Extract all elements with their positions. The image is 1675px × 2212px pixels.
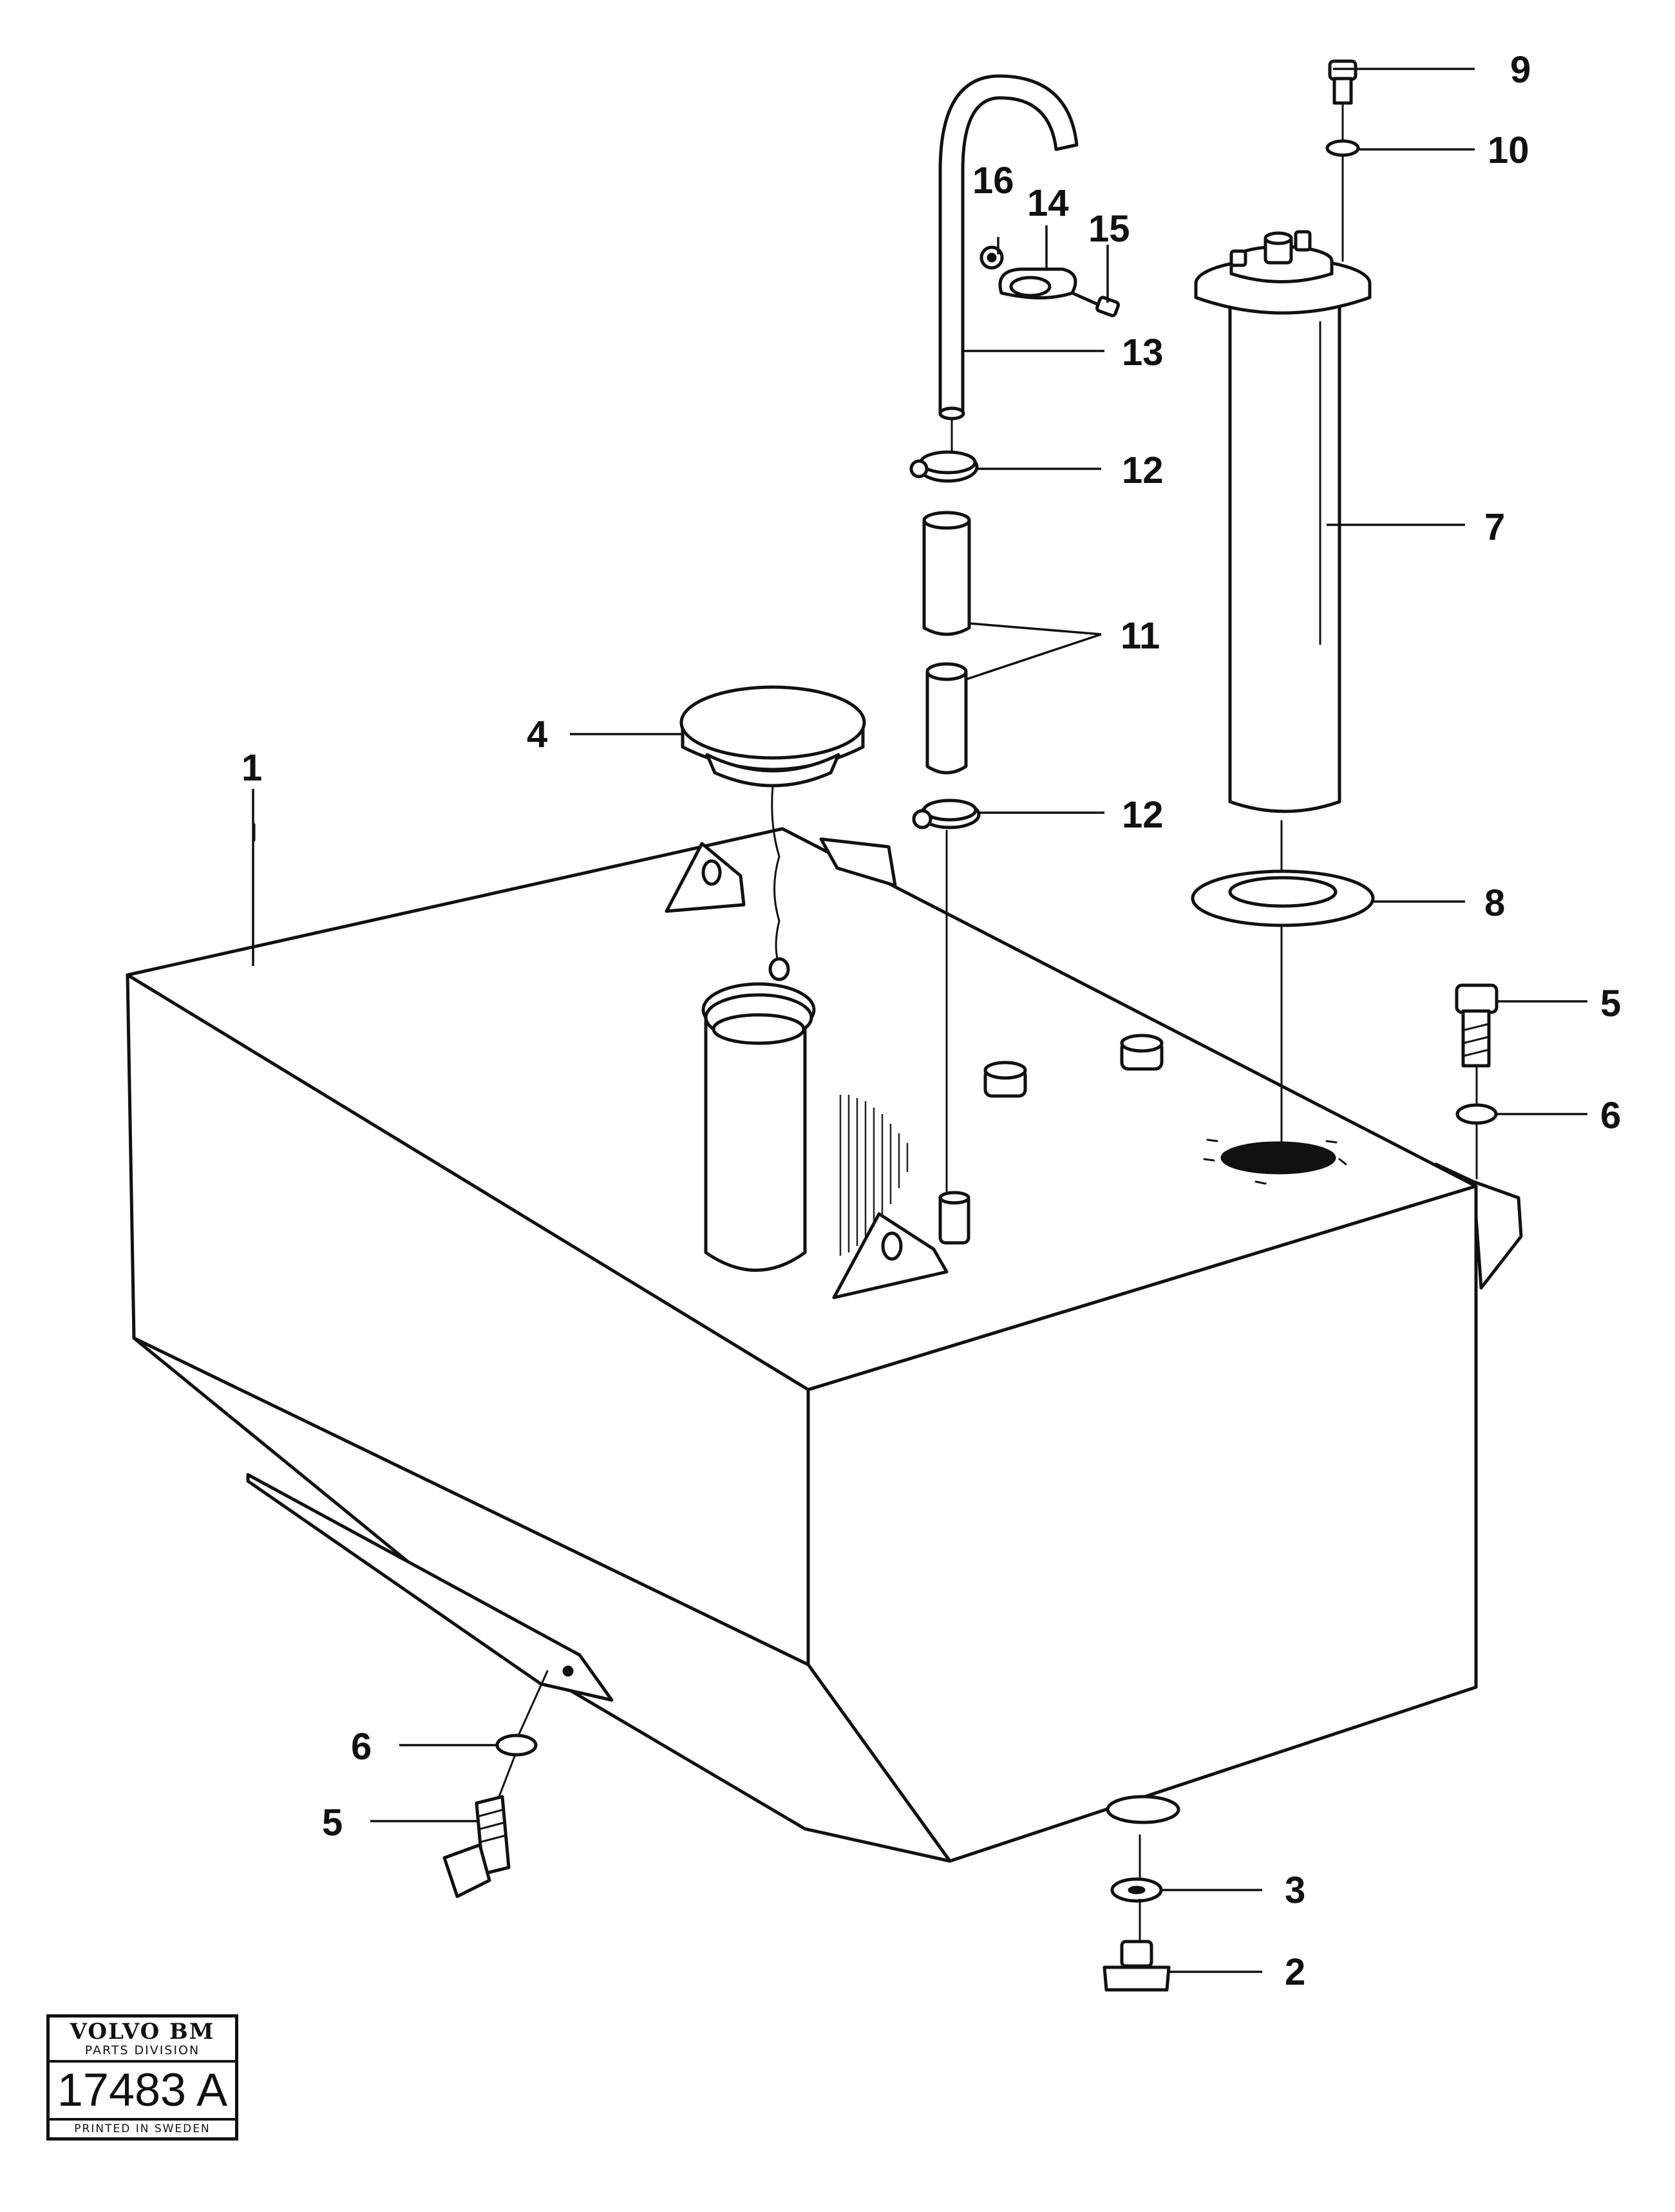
vent-pipe [938, 74, 1079, 421]
assembly-lines [253, 103, 1478, 1941]
fuel-tank [126, 827, 1523, 1863]
callout-1: 1 [241, 747, 262, 789]
callout-15: 15 [1088, 208, 1130, 250]
callout-8: 8 [1484, 882, 1505, 924]
nut-16 [979, 245, 1004, 270]
badge-printed: PRINTED IN SWEDEN [74, 2122, 211, 2135]
callout-7: 7 [1484, 506, 1505, 548]
washer-10 [1325, 139, 1360, 157]
bolt-9 [1328, 59, 1358, 105]
washer-3 [1110, 1877, 1163, 1903]
callout-11: 11 [1121, 615, 1160, 657]
callout-5-left: 5 [322, 1802, 343, 1844]
hose-lower [925, 662, 968, 775]
filler-neck [701, 982, 909, 1272]
bolt-5-left [442, 1795, 511, 1898]
leader-lines [252, 68, 1587, 1973]
callout-6-right: 6 [1600, 1095, 1621, 1137]
bolt-5-right [1455, 983, 1499, 1068]
washer-6-right [1455, 1103, 1498, 1125]
badge-division: PARTS DIVISION [50, 2043, 235, 2063]
badge-brand: VOLVO BM [70, 2019, 215, 2045]
washer-6-left [495, 1734, 538, 1757]
callout-16: 16 [972, 160, 1014, 202]
callout-10: 10 [1488, 129, 1529, 171]
hose-clamp-upper [909, 450, 979, 483]
hose-upper [922, 511, 971, 636]
callout-4: 4 [527, 714, 547, 755]
callout-12-upper: 12 [1122, 449, 1164, 491]
callout-14: 14 [1027, 182, 1069, 224]
callout-5-right: 5 [1600, 983, 1621, 1025]
sender-gasket [1191, 869, 1375, 927]
callout-6-left: 6 [351, 1726, 372, 1768]
filler-cap [679, 685, 866, 981]
parts-division-badge: VOLVO BM PARTS DIVISION 17483 A PRINTED … [46, 2014, 238, 2141]
callout-12-lower: 12 [1122, 794, 1164, 836]
screw-15 [1070, 291, 1120, 317]
callout-numbers: 1 2 3 4 5 6 6 5 7 8 9 10 11 12 12 13 14 … [241, 49, 1621, 1993]
callout-3: 3 [1285, 1869, 1305, 1911]
pipe-clip [998, 267, 1077, 299]
callout-13: 13 [1122, 332, 1164, 373]
callout-2: 2 [1285, 1951, 1305, 1993]
hose-clamp-lower [912, 799, 981, 829]
drain-plug [1102, 1940, 1171, 1992]
level-sender [1194, 230, 1372, 813]
badge-illustration-number: 17483 A [50, 2063, 235, 2121]
callout-9: 9 [1510, 49, 1531, 91]
